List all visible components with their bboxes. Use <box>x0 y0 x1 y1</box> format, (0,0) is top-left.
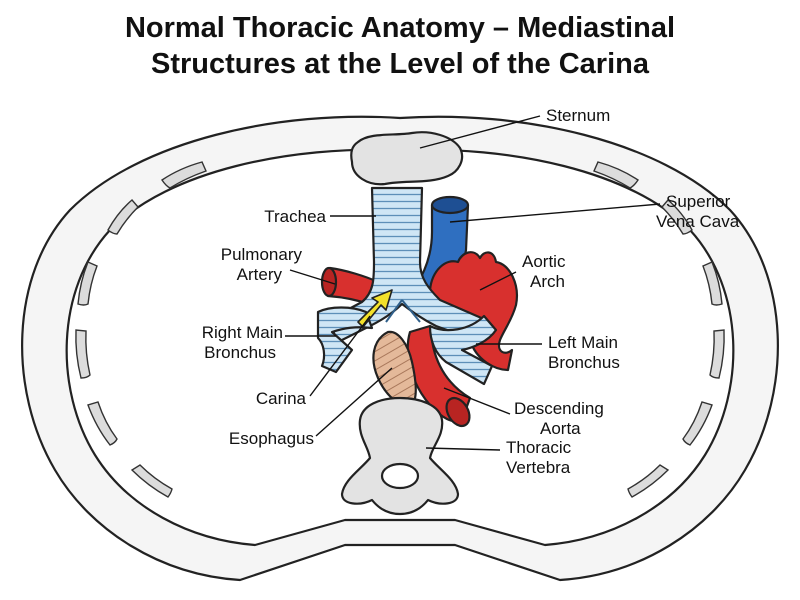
label-sternum: Sternum <box>546 106 610 125</box>
label-right-bronchus-line-2: Bronchus <box>204 343 276 362</box>
label-desc-aorta-line-2: Aorta <box>540 419 581 438</box>
label-esophagus: Esophagus <box>229 429 314 448</box>
label-pulmonary-line-1: Pulmonary <box>221 245 303 264</box>
leader-lines <box>285 115 661 451</box>
label-vertebra-line-2: Vertebra <box>506 458 571 477</box>
carina-arrow-icon <box>357 289 393 328</box>
rib-segment <box>161 161 207 189</box>
sternum-shape <box>350 131 464 186</box>
label-svc-line-1: Superior <box>666 192 731 211</box>
rib-segment <box>107 199 139 235</box>
label-left-bronchus-line-1: Left Main <box>548 333 618 352</box>
label-pulmonary-line-2: Artery <box>237 265 283 284</box>
diagram-title: Normal Thoracic Anatomy – Mediastinal St… <box>0 10 800 82</box>
leader-svc <box>449 203 661 223</box>
rib-segment <box>709 329 725 379</box>
rib-segment <box>87 401 118 446</box>
label-desc-aorta-line-1: Descending <box>514 399 604 418</box>
label-vertebra-line-1: Thoracic <box>506 438 572 457</box>
right-rib-segments <box>593 161 725 498</box>
labels: Sternum Superior Vena Cava Trachea Pulmo… <box>202 106 740 477</box>
leader-aortic-arch <box>479 271 517 291</box>
thoracic-vertebra <box>340 396 460 516</box>
label-right-bronchus-line-1: Right Main <box>202 323 283 342</box>
label-trachea: Trachea <box>264 207 326 226</box>
rib-segment <box>702 261 723 306</box>
title-line-1: Normal Thoracic Anatomy – Mediastinal <box>124 12 676 44</box>
title-line-2: Structures at the Level of the Carina <box>151 48 649 80</box>
leader-carina <box>309 315 371 397</box>
rib-segment <box>661 199 693 235</box>
rib-segment <box>130 464 173 498</box>
left-rib-segments <box>75 161 207 498</box>
rib-segment <box>682 401 713 446</box>
rib-segment <box>627 464 670 498</box>
carina-ridge <box>385 299 421 323</box>
rib-segment <box>77 261 98 306</box>
pulmonary-artery <box>320 266 380 307</box>
label-left-bronchus-line-2: Bronchus <box>548 353 620 372</box>
leader-pulmonary <box>289 269 336 285</box>
leader-vertebra <box>425 447 501 451</box>
label-carina: Carina <box>256 389 307 408</box>
leader-sternum <box>419 115 541 149</box>
rib-segment <box>75 329 91 379</box>
rib-segment <box>593 161 639 189</box>
label-aortic-line-1: Aortic <box>522 252 566 271</box>
leader-descending-aorta <box>443 387 511 415</box>
leader-esophagus <box>315 367 393 437</box>
label-svc-line-2: Vena Cava <box>656 212 740 231</box>
label-aortic-line-2: Arch <box>530 272 565 291</box>
